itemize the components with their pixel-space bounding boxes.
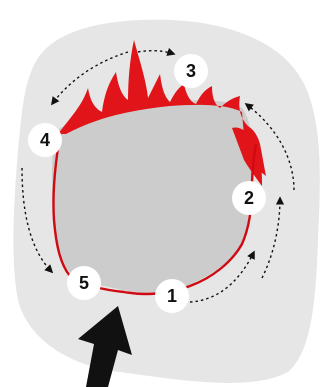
badge-2: 2 — [232, 181, 266, 215]
badge-5: 5 — [67, 266, 101, 300]
badge-2-label: 2 — [244, 188, 254, 208]
badge-4-label: 4 — [40, 130, 50, 150]
burned-area — [52, 100, 253, 293]
badge-5-label: 5 — [79, 273, 89, 293]
badge-3-label: 3 — [186, 61, 196, 81]
badge-1-label: 1 — [167, 286, 177, 306]
badge-3: 3 — [174, 54, 208, 88]
badge-1: 1 — [155, 279, 189, 313]
badge-4: 4 — [28, 123, 62, 157]
